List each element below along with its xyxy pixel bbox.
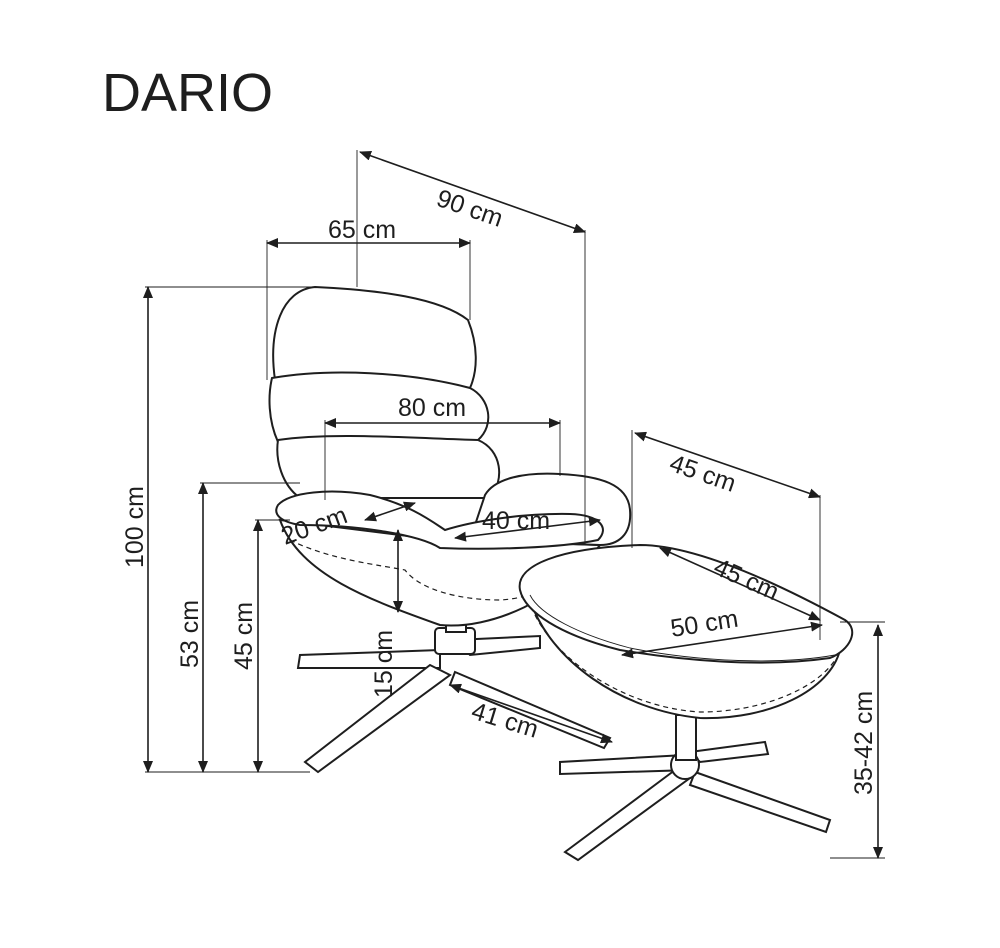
label-armrest-floor-height: 53 cm	[176, 600, 204, 668]
ottoman-illustration	[518, 543, 854, 862]
label-width-total: 80 cm	[398, 394, 466, 422]
product-title: DARIO	[102, 63, 273, 123]
label-width-back: 65 cm	[328, 216, 396, 244]
dimension-lines	[143, 150, 883, 859]
label-ottoman-height: 35-42 cm	[850, 691, 878, 795]
label-seat-height: 45 cm	[230, 602, 258, 670]
label-seat-depth: 40 cm	[482, 507, 550, 535]
dimension-labels: 90 cm 65 cm 100 cm 80 cm 20 cm 40 cm 53 …	[121, 184, 878, 795]
label-height-total: 100 cm	[121, 486, 149, 568]
label-seat-thickness: 15 cm	[370, 630, 398, 698]
